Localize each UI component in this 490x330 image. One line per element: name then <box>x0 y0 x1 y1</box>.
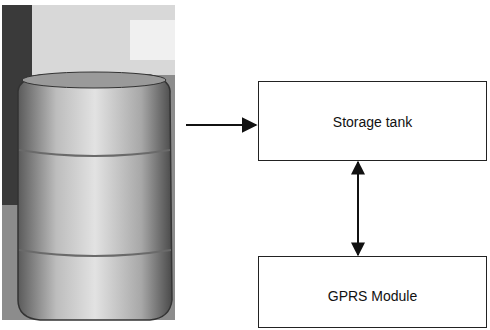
tank-photo <box>2 5 175 320</box>
photo-window <box>130 20 175 60</box>
process-box: GPRS Module <box>258 256 487 328</box>
photo-ground <box>2 5 175 320</box>
barrel-lid <box>22 72 166 88</box>
connector-arrow <box>357 162 359 255</box>
barrel-rib <box>19 250 171 256</box>
box-label: GPRS Module <box>328 288 417 305</box>
barrel-body <box>18 75 172 320</box>
barrel-rib <box>19 150 170 156</box>
process-box: Storage tank <box>258 81 487 161</box>
box-label: Storage tank <box>333 114 412 131</box>
input-arrow <box>186 124 256 126</box>
